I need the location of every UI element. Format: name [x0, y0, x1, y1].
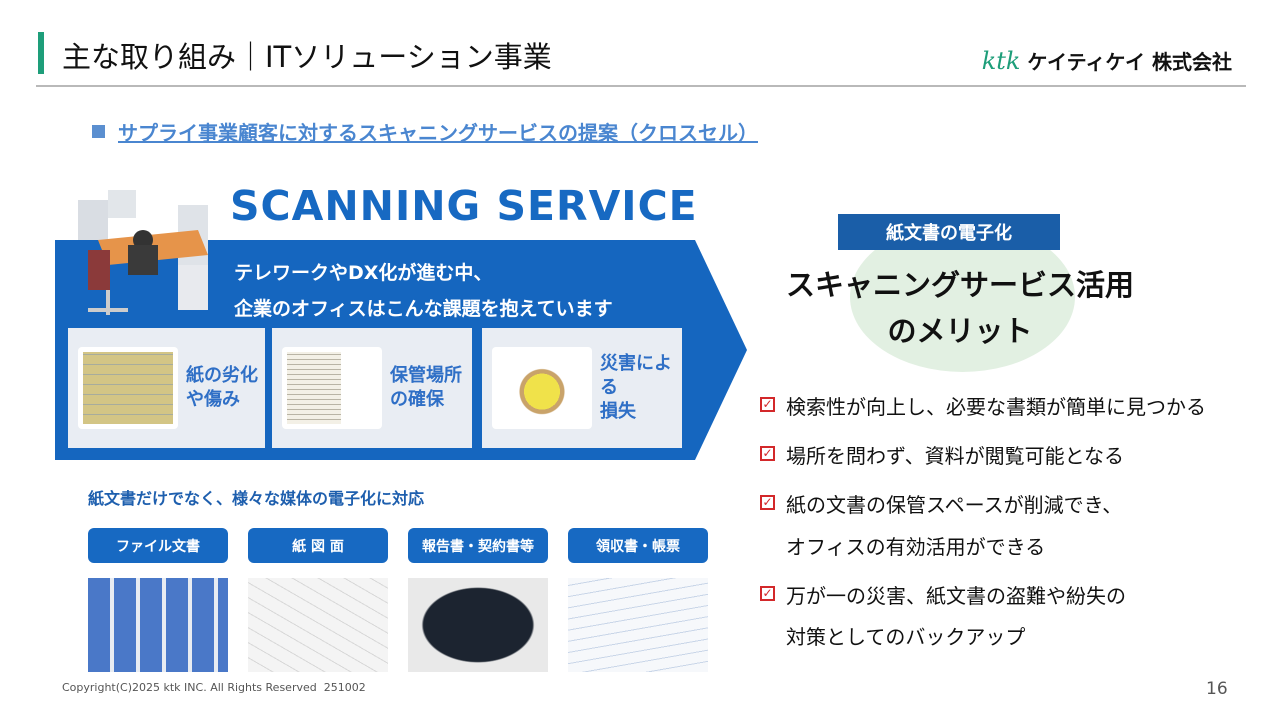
- media-label-file-documents: ファイル文書: [88, 528, 228, 563]
- blueprint-image: [78, 347, 178, 429]
- receipts-image: [568, 578, 708, 672]
- scanning-service-title: SCANNING SERVICE: [230, 182, 698, 230]
- merit-item: 検索性が向上し、必要な書類が簡単に見つかる: [786, 395, 1206, 419]
- issue-panel-paper-deterioration: 紙の劣化や傷み: [68, 328, 265, 448]
- drawings-image: [248, 578, 388, 672]
- media-label-drawings: 紙 図 面: [248, 528, 388, 563]
- company-logo: ktk ケイティケイ 株式会社: [982, 46, 1232, 75]
- logo-text: ケイティケイ 株式会社: [1027, 50, 1232, 74]
- page-number: 16: [1206, 679, 1228, 699]
- media-label-reports-contracts: 報告書・契約書等: [408, 528, 548, 563]
- checkbox-icon: ✓: [760, 397, 775, 412]
- issue-label: の確保: [390, 389, 444, 410]
- issue-label: や傷み: [186, 389, 240, 410]
- issue-panel-storage-space: 保管場所の確保: [272, 328, 472, 448]
- copyright: Copyright(C)2025 ktk INC. All Rights Res…: [62, 681, 366, 694]
- merit-item-continuation: オフィスの有効活用ができる: [786, 535, 1046, 559]
- checkbox-icon: ✓: [760, 586, 775, 601]
- overworked-office-worker-illustration: [78, 190, 208, 315]
- merit-item: 場所を問わず、資料が閲覧可能となる: [786, 444, 1124, 468]
- issue-label: 紙の劣化: [186, 365, 258, 386]
- logo-mark: ktk: [981, 47, 1021, 75]
- issue-label: 保管場所: [390, 365, 462, 386]
- header-divider: [36, 85, 1246, 87]
- disaster-illustration: [492, 347, 592, 429]
- issue-label: 災害による: [600, 353, 672, 398]
- merit-heading-line-2: のメリット: [887, 314, 1033, 348]
- report-book-image: [408, 578, 548, 672]
- title-accent-bar: [38, 32, 44, 74]
- issue-panel-disaster-loss: 災害による損失: [482, 328, 682, 448]
- document-pile-image: [282, 347, 382, 429]
- section-heading: サプライ事業顧客に対するスキャニングサービスの提案（クロスセル）: [118, 121, 758, 145]
- banner-line-2: 企業のオフィスはこんな課題を抱えています: [234, 298, 613, 320]
- page-title: 主な取り組み｜ITソリューション事業: [62, 40, 552, 74]
- merit-item: 紙の文書の保管スペースが削減でき、: [786, 493, 1123, 517]
- media-label-receipts-forms: 領収書・帳票: [568, 528, 708, 563]
- checkbox-icon: ✓: [760, 446, 775, 461]
- digitization-tag: 紙文書の電子化: [838, 214, 1060, 250]
- media-caption: 紙文書だけでなく、様々な媒体の電子化に対応: [88, 489, 425, 508]
- bullet-square-icon: [92, 125, 105, 138]
- issue-label: 損失: [600, 401, 636, 422]
- binders-image: [88, 578, 228, 672]
- merit-heading-line-1: スキャニングサービス活用: [785, 268, 1134, 302]
- merit-item: 万が一の災害、紙文書の盗難や紛失の: [786, 584, 1126, 608]
- merit-item-continuation: 対策としてのバックアップ: [786, 625, 1026, 649]
- checkbox-icon: ✓: [760, 495, 775, 510]
- banner-line-1: テレワークやDX化が進む中、: [234, 262, 493, 284]
